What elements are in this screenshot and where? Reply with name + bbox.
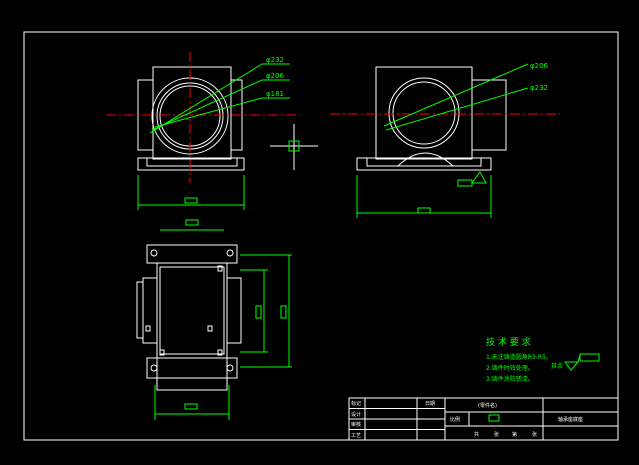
top-total-length-value: [280, 305, 287, 319]
side-circle-outer: [388, 77, 460, 149]
side-dia-mid-label: φ206: [530, 62, 549, 70]
tb-scale-label: 比例: [450, 416, 460, 423]
front-dia-inner-label: φ181: [266, 90, 284, 98]
side-view: [356, 66, 507, 171]
tb-sheet-no: 第: [512, 431, 517, 438]
bolt-hole-bl: [150, 364, 158, 372]
tech-requirements: 技 术 要 求 1.未注铸造圆角R3-R5。 2.铸件时效处理。 3.铸件涂防锈…: [486, 336, 600, 383]
tb-row-mark: 标记: [351, 400, 361, 407]
side-leaders: [356, 63, 529, 218]
front-base-foot: [137, 157, 245, 171]
tech-line-3: 3.铸件涂防锈漆。: [486, 375, 534, 383]
tech-line-1: 1.未注铸造圆角R3-R5。: [486, 353, 552, 361]
top-body-inner: [159, 266, 225, 355]
bolt-hole-tl: [150, 249, 158, 257]
top-right-boss: [226, 277, 242, 344]
leader-outer: [149, 63, 263, 134]
top-inner-length-value: [255, 305, 262, 319]
roughness-note: 其余: [551, 362, 563, 370]
top-upper-width-value: [185, 219, 199, 226]
side-leader-outer: [385, 87, 529, 131]
side-width-dim-value: [417, 207, 431, 214]
top-lower-block: [156, 357, 228, 391]
side-dia-outer-label: φ232: [530, 84, 548, 92]
tb-sheet-unit-1: 张: [494, 431, 499, 438]
top-body-outer: [156, 262, 228, 359]
leader-mid: [151, 79, 263, 131]
front-leaders: [137, 63, 290, 210]
side-leader-mid: [383, 63, 529, 127]
title-block: [348, 397, 619, 441]
front-dia-outer-label: φ232: [266, 56, 284, 64]
top-marker-bottom: [217, 349, 223, 356]
tech-line-2: 2.铸件时效处理。: [486, 364, 534, 372]
front-width-dim-value: [184, 197, 198, 204]
tech-title: 技 术 要 求: [486, 336, 531, 348]
top-left-boss-face: [136, 281, 144, 339]
roughness-mark: [564, 361, 580, 371]
top-lower-width-value: [184, 403, 198, 410]
top-upper-lug: [146, 244, 238, 264]
bolt-hole-tr: [226, 249, 234, 257]
top-lower-lug: [146, 357, 238, 379]
tb-drawing-name: 轴承座底座: [558, 416, 583, 423]
tb-row-design: 设计: [351, 411, 361, 418]
top-dimensions: [154, 219, 292, 420]
tb-row-check: 审核: [351, 421, 361, 428]
sheet-border: [23, 31, 619, 441]
tb-sheet-total: 共: [474, 431, 479, 438]
top-marker-right: [207, 325, 213, 332]
side-circle-mid: [392, 81, 456, 145]
side-roughness-symbol: [471, 171, 487, 184]
side-roughness-box: [457, 179, 473, 187]
tb-part-name: (零件名): [478, 402, 497, 409]
tb-row-process: 工艺: [351, 433, 361, 439]
side-base-arch: [397, 152, 454, 167]
tb-date-label: 日期: [425, 401, 435, 407]
top-left-boss: [142, 277, 158, 344]
title-block-text: 标记 设计 审核 工艺 日期 (零件名) 比例 轴承座底座 共 张 第 张: [351, 400, 583, 439]
leader-inner: [154, 97, 263, 128]
top-view: [136, 244, 242, 391]
crosshair-mark: [270, 124, 318, 170]
side-body: [375, 66, 473, 160]
side-base: [356, 157, 492, 171]
side-right-boss: [471, 79, 507, 151]
top-marker-bottom-left: [159, 349, 165, 356]
top-marker-top: [217, 265, 223, 272]
front-view: [137, 66, 245, 171]
tb-sheet-unit-2: 张: [532, 431, 537, 438]
side-base-inner: [366, 157, 482, 167]
roughness-value-box: [579, 353, 600, 362]
front-body: [152, 66, 232, 160]
top-marker-left: [145, 325, 151, 332]
bolt-hole-br: [226, 364, 234, 372]
front-dia-mid-label: φ206: [266, 72, 285, 80]
